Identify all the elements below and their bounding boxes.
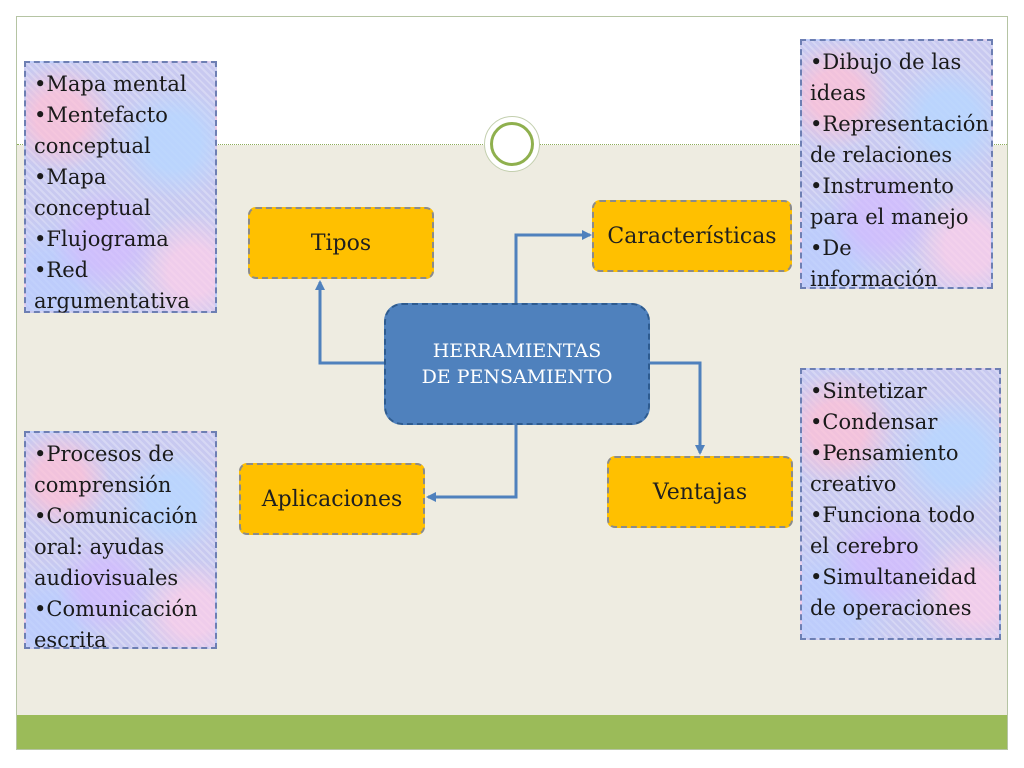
ring-ornament-inner — [490, 122, 534, 166]
ring-ornament-icon — [484, 116, 540, 172]
central-topic-line-2: DE PENSAMIENTO — [421, 366, 613, 388]
list-item: Dibujo de las ideas — [810, 47, 983, 109]
list-item: Mapa mental — [34, 69, 207, 100]
connector-to-tipos — [315, 280, 384, 365]
connector-to-caracteristicas — [514, 230, 592, 303]
ventajas-list-box: Sintetizar Condensar Pensamiento creativ… — [800, 368, 1001, 640]
slide-footer-bar — [17, 715, 1007, 749]
category-aplicaciones-node: Aplicaciones — [239, 463, 425, 535]
list-item: De información — [810, 233, 983, 295]
list-item: Comunicación oral: ayudas audiovisuales — [34, 501, 207, 594]
list-item: Instrumento para el manejo — [810, 171, 983, 233]
central-topic-text: HERRAMIENTAS DE PENSAMIENTO — [422, 338, 613, 390]
caracteristicas-list-box: Dibujo de las ideas Representación de re… — [800, 39, 993, 291]
category-tipos-node: Tipos — [248, 207, 434, 279]
list-item: Simultaneidad de operaciones — [810, 562, 991, 624]
list-item: Funciona todo el cerebro — [810, 500, 991, 562]
list-item: Mapa conceptual — [34, 162, 207, 224]
aplicaciones-list-box: Procesos de comprensión Comunicación ora… — [24, 431, 217, 652]
connector-to-ventajas — [650, 361, 705, 455]
list-item: Pensamiento creativo — [810, 438, 991, 500]
list-item: Mentefacto conceptual — [34, 100, 207, 162]
connector-to-aplicaciones — [426, 425, 518, 502]
list-item: Sintetizar — [810, 376, 991, 407]
list-item: Red argumentativa — [34, 255, 207, 317]
list-item: Comunicación escrita — [34, 594, 207, 656]
list-item: Flujograma — [34, 224, 207, 255]
list-item: Condensar — [810, 407, 991, 438]
category-ventajas-node: Ventajas — [607, 456, 793, 528]
tipos-list-box: Mapa mental Mentefacto conceptual Mapa c… — [24, 61, 217, 313]
list-item: Procesos de comprensión — [34, 439, 207, 501]
category-caracteristicas-node: Características — [592, 200, 792, 272]
central-topic-line-1: HERRAMIENTAS — [432, 340, 602, 362]
list-item: Representación de relaciones — [810, 109, 989, 171]
central-topic-node: HERRAMIENTAS DE PENSAMIENTO — [384, 303, 650, 425]
